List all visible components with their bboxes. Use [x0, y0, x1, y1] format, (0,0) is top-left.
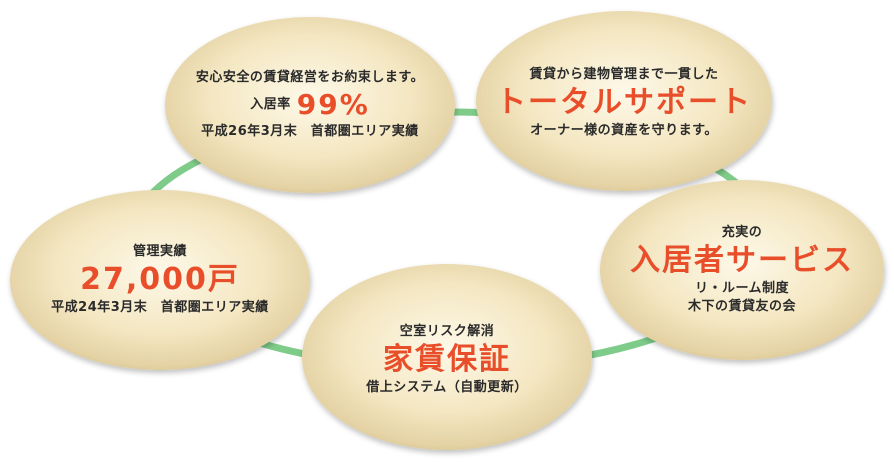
bubble-shape-occupancy: [165, 17, 455, 193]
bubble-shape-guarantee: [302, 264, 592, 450]
bubble-shape-services: [600, 180, 884, 360]
bubble-shape-support: [476, 11, 772, 191]
occupancy-note: 平成26年3月末 首都圏エリア実績: [201, 124, 419, 140]
support-line1: 賃貸から建物管理まで一貫した: [529, 67, 719, 83]
bubble-services: 充実の 入居者サービス リ・ルーム制度 木下の賃貸友の会: [600, 195, 884, 345]
guarantee-line2: 借上システム（自動更新）: [366, 380, 528, 396]
bubble-shape-management: [10, 190, 310, 370]
services-line3: 木下の賃貸友の会: [687, 299, 796, 315]
management-line1: 管理実績: [132, 244, 187, 260]
bubble-guarantee: 空室リスク解消 家賃保証 借上システム（自動更新）: [302, 285, 592, 435]
services-headline: 入居者サービス: [630, 242, 854, 278]
services-line1: 充実の: [721, 225, 763, 241]
support-line2: オーナー様の資産を守ります。: [530, 123, 718, 139]
management-note: 平成24年3月末 首都圏エリア実績: [51, 300, 269, 316]
occupancy-label: 入居率: [250, 97, 291, 113]
management-headline: 27,000戸: [80, 261, 240, 297]
occupancy-value: 99%: [296, 87, 370, 121]
occupancy-line1: 安心安全の賃貸経営をお約束します。: [195, 70, 425, 86]
bubble-occupancy: 安心安全の賃貸経営をお約束します。 入居率 99% 平成26年3月末 首都圏エリ…: [165, 30, 455, 180]
bubble-support: 賃貸から建物管理まで一貫した トータルサポート オーナー様の資産を守ります。: [476, 28, 772, 178]
support-headline: トータルサポート: [496, 84, 752, 120]
services-line2: リ・ルーム制度: [694, 281, 790, 297]
guarantee-line1: 空室リスク解消: [399, 324, 495, 340]
guarantee-headline: 家賃保証: [383, 341, 511, 377]
bubble-management: 管理実績 27,000戸 平成24年3月末 首都圏エリア実績: [10, 205, 310, 355]
